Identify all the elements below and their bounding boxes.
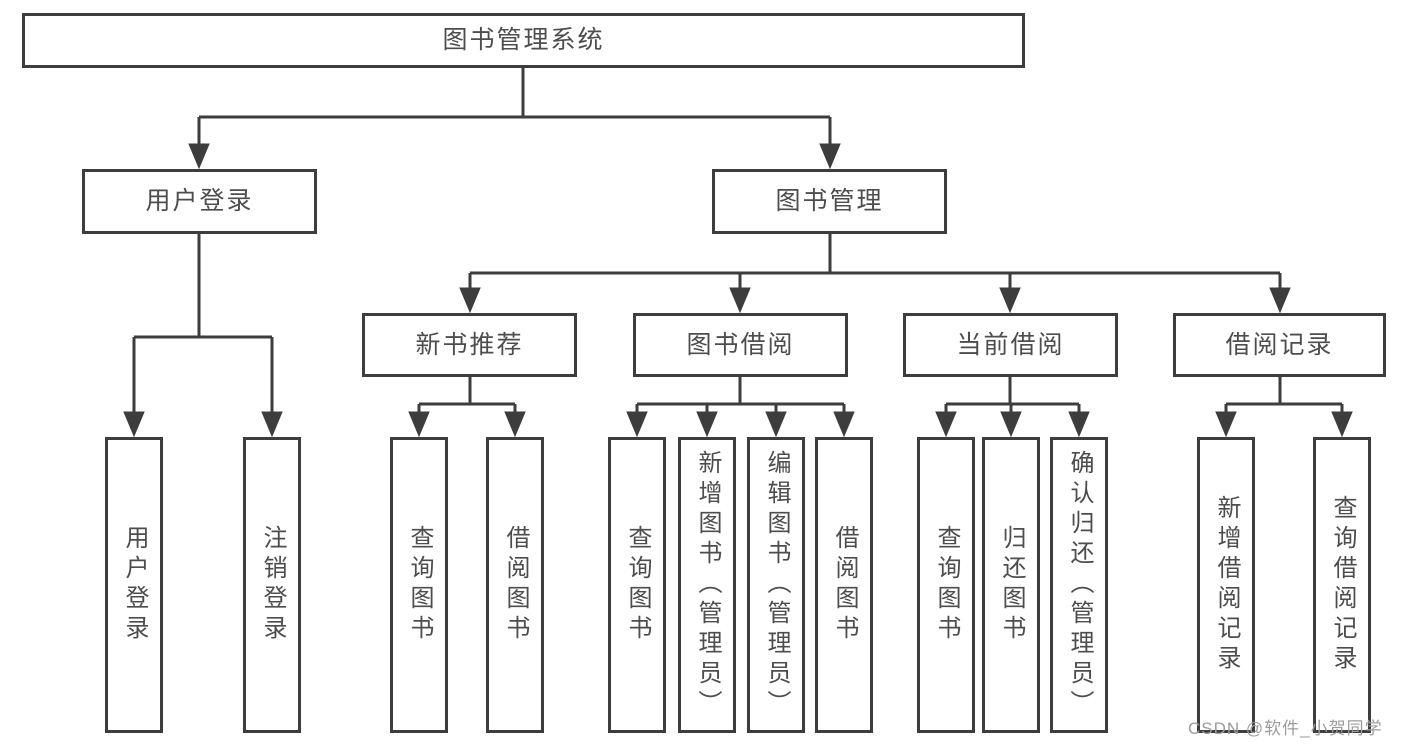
node-label: 归还图书	[998, 525, 1025, 645]
arrowhead-icon	[123, 411, 145, 438]
connector-userlogin-to-leaves	[132, 234, 274, 414]
node-label: 确认归还（管理员）	[1066, 450, 1093, 720]
node-new-book-recommendation: 新书推荐	[362, 313, 577, 377]
arrowhead-icon	[261, 411, 283, 438]
arrowhead-icon	[1068, 411, 1090, 438]
arrowhead-icon	[188, 143, 210, 170]
node-user-login: 用户登录	[82, 169, 317, 234]
node-label: 用户登录	[145, 187, 254, 215]
node-borrowing-records: 借阅记录	[1173, 313, 1386, 377]
arrowhead-icon	[1215, 411, 1237, 438]
arrowhead-icon	[1269, 287, 1291, 314]
arrowhead-icon	[1331, 411, 1353, 438]
arrowhead-icon	[504, 411, 526, 438]
node-library-management-system: 图书管理系统	[22, 13, 1025, 68]
leaf-query-books-recommend: 查询图书	[390, 437, 448, 733]
leaf-borrow-books-borrowing: 借阅图书	[815, 437, 873, 733]
leaf-add-books-admin: 新增图书（管理员）	[678, 437, 736, 733]
node-label: 查询图书	[624, 525, 651, 645]
arrowhead-icon	[408, 411, 430, 438]
leaf-query-books-borrowing: 查询图书	[608, 437, 666, 733]
node-book-management: 图书管理	[712, 169, 947, 234]
node-label: 编辑图书（管理员）	[763, 450, 790, 720]
leaf-query-books-current: 查询图书	[917, 437, 975, 733]
leaf-borrow-books-recommend: 借阅图书	[486, 437, 544, 733]
node-label: 图书借阅	[686, 330, 795, 359]
node-label: 图书管理系统	[442, 26, 605, 54]
arrowhead-icon	[819, 143, 841, 170]
arrowhead-icon	[626, 411, 648, 438]
node-label: 新增借阅记录	[1213, 495, 1240, 675]
arrowhead-icon	[1000, 411, 1022, 438]
arrowhead-icon	[833, 411, 855, 438]
node-label: 用户登录	[121, 525, 148, 645]
csdn-watermark: CSDN @软件_小贺同学	[1188, 719, 1383, 738]
arrowhead-icon	[696, 411, 718, 438]
leaf-logout: 注销登录	[243, 437, 301, 733]
node-label: 查询图书	[933, 525, 960, 645]
arrowhead-icon	[729, 287, 751, 314]
node-label: 新书推荐	[415, 330, 524, 359]
node-label: 借阅图书	[831, 525, 858, 645]
node-label: 注销登录	[259, 525, 286, 645]
leaf-user-login: 用户登录	[105, 437, 163, 733]
leaf-query-borrow-record: 查询借阅记录	[1313, 437, 1371, 733]
node-label: 当前借阅	[956, 330, 1065, 359]
node-label: 图书管理	[775, 187, 884, 215]
connector-bookmgmt-to-level3	[468, 234, 1282, 290]
connector-newbook-to-leaves	[417, 377, 517, 414]
node-label: 借阅图书	[502, 525, 529, 645]
arrowhead-icon	[459, 287, 481, 314]
node-book-borrowing: 图书借阅	[633, 313, 848, 377]
arrowhead-icon	[765, 411, 787, 438]
arrowhead-icon	[999, 287, 1021, 314]
leaf-add-borrow-record: 新增借阅记录	[1197, 437, 1255, 733]
connector-bookborrow-to-leaves	[635, 377, 846, 414]
node-label: 新增图书（管理员）	[694, 450, 721, 720]
node-current-borrowing: 当前借阅	[903, 313, 1118, 377]
leaf-confirm-return-admin: 确认归还（管理员）	[1050, 437, 1108, 733]
connector-borrowrecords-to-leaves	[1224, 377, 1344, 414]
connector-currentborrow-to-leaves	[944, 377, 1081, 414]
leaf-return-books: 归还图书	[982, 437, 1040, 733]
node-label: 借阅记录	[1225, 330, 1334, 359]
node-label: 查询图书	[406, 525, 433, 645]
connector-root-to-level2	[197, 68, 832, 146]
node-label: 查询借阅记录	[1329, 495, 1356, 675]
arrowhead-icon	[935, 411, 957, 438]
leaf-edit-books-admin: 编辑图书（管理员）	[747, 437, 805, 733]
